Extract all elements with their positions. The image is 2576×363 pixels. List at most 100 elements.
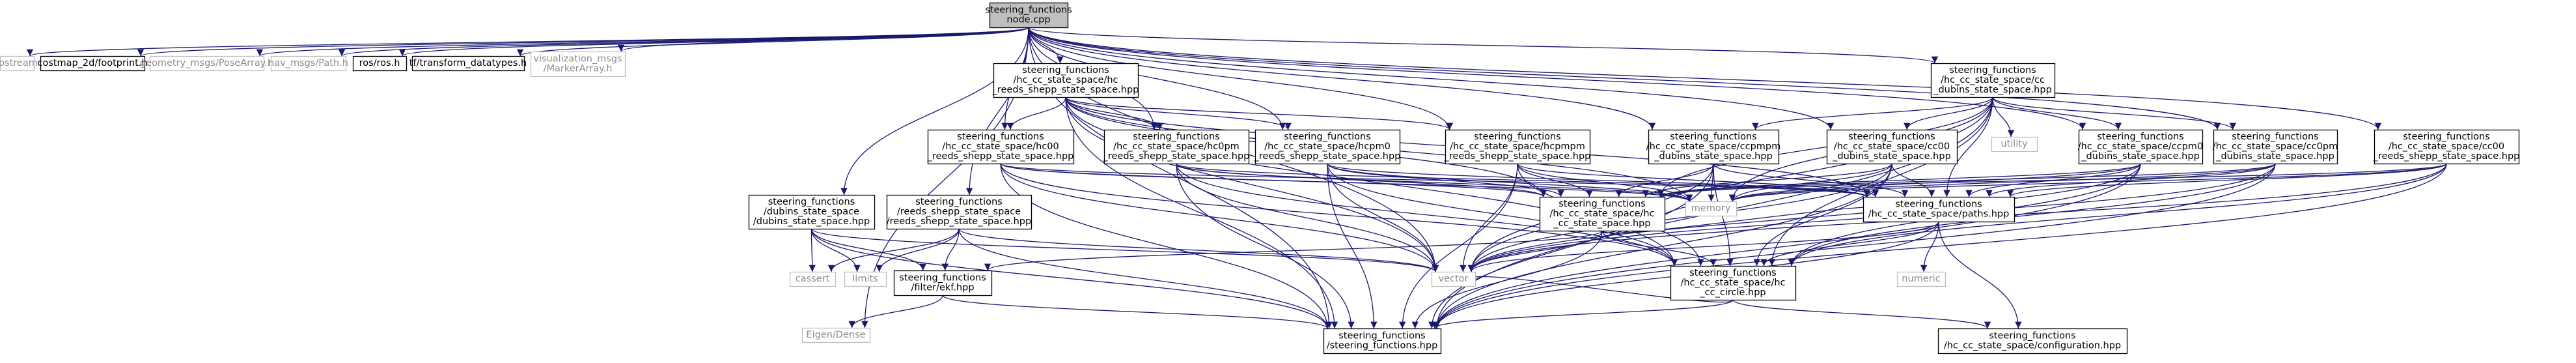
node-box bbox=[893, 270, 993, 297]
node-box bbox=[2374, 129, 2520, 165]
node-label-line: /hc_cc_state_space/hcpmpm bbox=[1450, 141, 1585, 152]
node-tf[interactable]: tf/transform_datatypes.h bbox=[409, 55, 527, 72]
node-box bbox=[270, 55, 347, 72]
node-cc00rs[interactable]: steering_functions/hc_cc_state_space/cc0… bbox=[2373, 129, 2520, 165]
edge-hcpmpm-to-memory bbox=[1517, 163, 1693, 202]
node-label-line: /dubins_state_space bbox=[764, 207, 859, 217]
node-label-line: _reeds_shepp_state_space.hpp bbox=[1444, 151, 1591, 162]
node-nav: nav_msgs/Path.h bbox=[268, 55, 348, 72]
edge-root-to-nav bbox=[339, 27, 1029, 57]
edge-hc_rs-to-circle bbox=[1065, 96, 1678, 267]
node-paths[interactable]: steering_functions/hc_cc_state_space/pat… bbox=[1863, 196, 2015, 223]
node-cc0pm[interactable]: steering_functions/hc_cc_state_space/cc0… bbox=[2213, 129, 2338, 165]
node-dubins[interactable]: steering_functions/dubins_state_space/du… bbox=[748, 194, 876, 230]
node-sf[interactable]: steering_functions/steering_functions.hp… bbox=[1323, 328, 1442, 355]
edge-hccc-to-ekf bbox=[984, 230, 1603, 271]
node-label-line: /hc_cc_state_space/cc00 bbox=[1834, 141, 1950, 152]
node-hc_rs[interactable]: steering_functions/hc_cc_state_space/hc_… bbox=[992, 63, 1139, 98]
edge-hc_rs-to-vector bbox=[1065, 96, 1439, 272]
edge-dubins-to-ekf bbox=[810, 228, 926, 271]
node-hcpm0[interactable]: steering_functions/hc_cc_state_space/hcp… bbox=[1254, 129, 1401, 165]
edge-root-to-rs bbox=[965, 27, 1029, 196]
edge-cc00rs-to-paths bbox=[2007, 163, 2447, 197]
edge-hc0pm-to-sf bbox=[1176, 163, 1355, 329]
node-label-line: steering_functions bbox=[1022, 65, 1109, 76]
node-label-line: steering_functions bbox=[1284, 132, 1371, 142]
node-box bbox=[1445, 129, 1591, 165]
edge-rs-to-sf bbox=[958, 228, 1331, 329]
node-label-line: visualization_msgs bbox=[533, 54, 622, 65]
node-cc00d[interactable]: steering_functions/hc_cc_state_space/cc0… bbox=[1826, 129, 1958, 165]
node-label-line: costmap_2d/footprint.h bbox=[37, 58, 147, 68]
edge-paths-to-config bbox=[1938, 221, 2022, 329]
node-label-line: /hc_cc_state_space/hc0pm bbox=[1113, 141, 1240, 152]
node-vector: vector bbox=[1431, 271, 1476, 287]
node-label-line: iostream bbox=[0, 58, 38, 68]
edge-hc00-to-sf bbox=[1000, 163, 1331, 329]
node-hc0pm[interactable]: steering_functions/hc_cc_state_space/hc0… bbox=[1103, 129, 1250, 165]
node-label-line: utility bbox=[2001, 139, 2028, 149]
edges bbox=[27, 27, 2447, 329]
edge-hcpm0-to-vector bbox=[1327, 163, 1439, 272]
node-label-line: steering_functions bbox=[985, 5, 1072, 16]
node-box bbox=[530, 51, 626, 78]
edge-rs-to-limits bbox=[876, 228, 960, 272]
node-hc00[interactable]: steering_functions/hc_cc_state_space/hc0… bbox=[927, 129, 1075, 165]
node-vis: visualization_msgs/MarkerArray.h bbox=[530, 51, 626, 78]
node-box bbox=[1896, 271, 1946, 287]
node-box bbox=[1685, 201, 1738, 217]
node-box bbox=[1930, 63, 2056, 98]
edge-root-to-cc00d bbox=[1028, 27, 1835, 130]
edge-circle-to-vector bbox=[1468, 272, 1734, 303]
node-label-line: /steering_functions.hpp bbox=[1327, 341, 1438, 351]
node-box bbox=[927, 129, 1075, 165]
node-label-line: /reeds_shepp_state_space.hpp bbox=[887, 216, 1031, 227]
node-box bbox=[801, 327, 871, 343]
edge-cc00rs-to-memory bbox=[1729, 163, 2447, 202]
edge-paths-to-circle bbox=[1760, 221, 1939, 267]
node-hcpmpm[interactable]: steering_functions/hc_cc_state_space/hcp… bbox=[1444, 129, 1591, 165]
node-numeric: numeric bbox=[1896, 271, 1946, 287]
node-box bbox=[1826, 129, 1958, 165]
node-label-line: steering_functions bbox=[1670, 132, 1757, 142]
node-label-line: /hc_cc_state_space/ccpmpm bbox=[1646, 141, 1781, 152]
node-label-line: /hc_cc_state_space/ccpm0 bbox=[2078, 141, 2203, 152]
edge-cc00d-to-circle bbox=[1753, 163, 1892, 267]
edge-hc_rs-to-hc0pm bbox=[1065, 96, 1163, 130]
node-box bbox=[989, 2, 1069, 29]
node-label-line: /hc_cc_state_space/hc bbox=[1013, 75, 1118, 85]
node-label-line: steering_functions bbox=[1949, 65, 2036, 76]
node-ekf[interactable]: steering_functions/filter/ekf.hpp bbox=[893, 270, 993, 297]
edge-cc00d-to-sf bbox=[1433, 163, 1892, 329]
node-ros[interactable]: ros/ros.h bbox=[352, 55, 408, 72]
node-ccpm0[interactable]: steering_functions/hc_cc_state_space/ccp… bbox=[2078, 129, 2203, 165]
node-label-line: cassert bbox=[796, 274, 830, 284]
node-hccc[interactable]: steering_functions/hc_cc_state_space/hc_… bbox=[1539, 196, 1666, 232]
edge-cc0pm-to-hccc bbox=[1657, 163, 2276, 197]
node-rs[interactable]: steering_functions/reeds_shepp_state_spa… bbox=[887, 194, 1032, 230]
edge-hc0pm-to-paths bbox=[1176, 163, 1870, 197]
node-label-line: tf/transform_datatypes.h bbox=[409, 58, 527, 68]
node-label-line: steering_functions bbox=[1474, 132, 1561, 142]
edge-cc0pm-to-circle bbox=[1788, 163, 2276, 267]
node-label-line: numeric bbox=[1902, 274, 1940, 284]
node-box bbox=[2213, 129, 2338, 165]
edge-cc_dub-to-ccpmpm bbox=[1752, 96, 1993, 130]
node-label-line: steering_functions bbox=[2232, 132, 2319, 142]
node-label-line: /hc_cc_state_space/cc bbox=[1941, 75, 2045, 85]
node-cc_dub[interactable]: steering_functions/hc_cc_state_space/cc_… bbox=[1930, 63, 2056, 98]
edge-hc_rs-to-sf bbox=[1065, 96, 1338, 329]
node-box bbox=[1648, 129, 1780, 165]
node-costmap[interactable]: costmap_2d/footprint.h bbox=[37, 55, 148, 72]
node-label-line: _dubins_state_space.hpp bbox=[1654, 151, 1773, 162]
node-ccpmpm[interactable]: steering_functions/hc_cc_state_space/ccp… bbox=[1646, 129, 1781, 165]
node-label-line: /filter/ekf.hpp bbox=[911, 283, 974, 293]
edge-hc00-to-vector bbox=[1000, 163, 1439, 272]
edge-cc_dub-to-cc0pm bbox=[1992, 96, 2236, 130]
edge-cc0pm-to-paths bbox=[1986, 163, 2276, 197]
edge-hc00-to-circle bbox=[1000, 163, 1678, 267]
node-label-line: /dubins_state_space.hpp bbox=[753, 216, 870, 227]
node-circle[interactable]: steering_functions/hc_cc_state_space/hc_… bbox=[1670, 265, 1797, 301]
node-config[interactable]: steering_functions/hc_cc_state_space/con… bbox=[1937, 328, 2128, 355]
